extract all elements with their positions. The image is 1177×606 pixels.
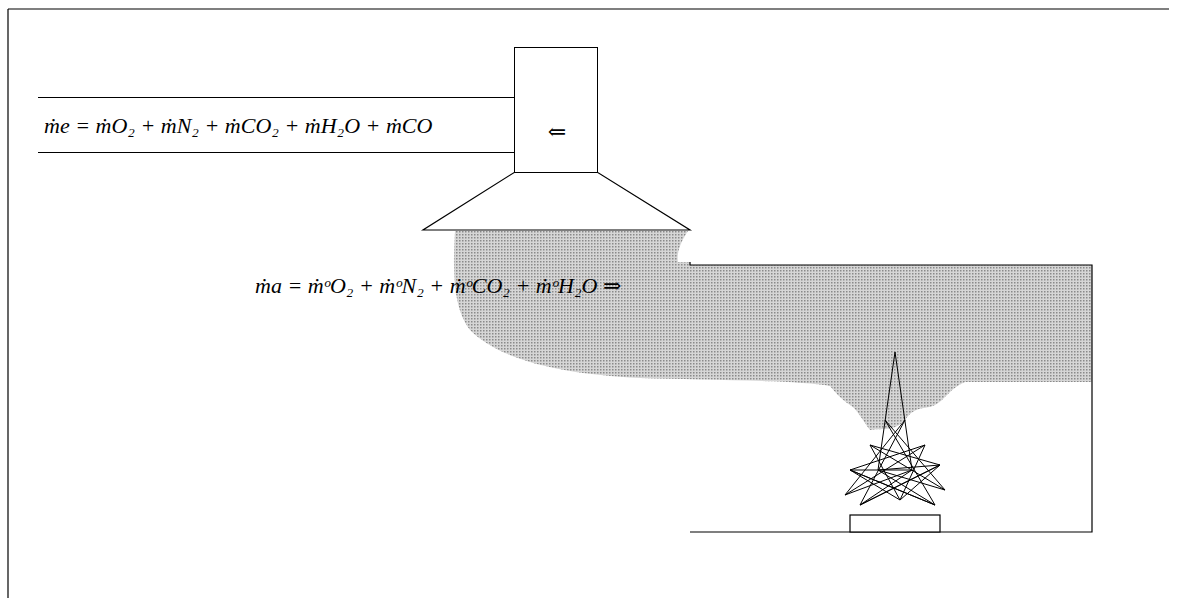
- exhaust-duct: ṁe = ṁO₂ + ṁN₂ + ṁCO₂ + ṁH₂O + ṁCO: [38, 97, 515, 153]
- room-walls: [690, 262, 1092, 532]
- flames: [845, 352, 945, 505]
- exhaust-equation: ṁe = ṁO₂ + ṁN₂ + ṁCO₂ + ṁH₂O + ṁCO: [44, 113, 432, 139]
- frame: [8, 9, 1169, 598]
- flow-arrow: ⇐: [548, 119, 566, 145]
- fuel-pan: [850, 515, 940, 532]
- inflow-equation: ṁa = ṁᵒO₂ + ṁᵒN₂ + ṁᵒCO₂ + ṁᵒH₂O ⇒: [255, 273, 621, 299]
- hood: [423, 172, 690, 230]
- hood-collar: ⇐: [514, 47, 598, 173]
- smoke-layer: [454, 231, 1092, 430]
